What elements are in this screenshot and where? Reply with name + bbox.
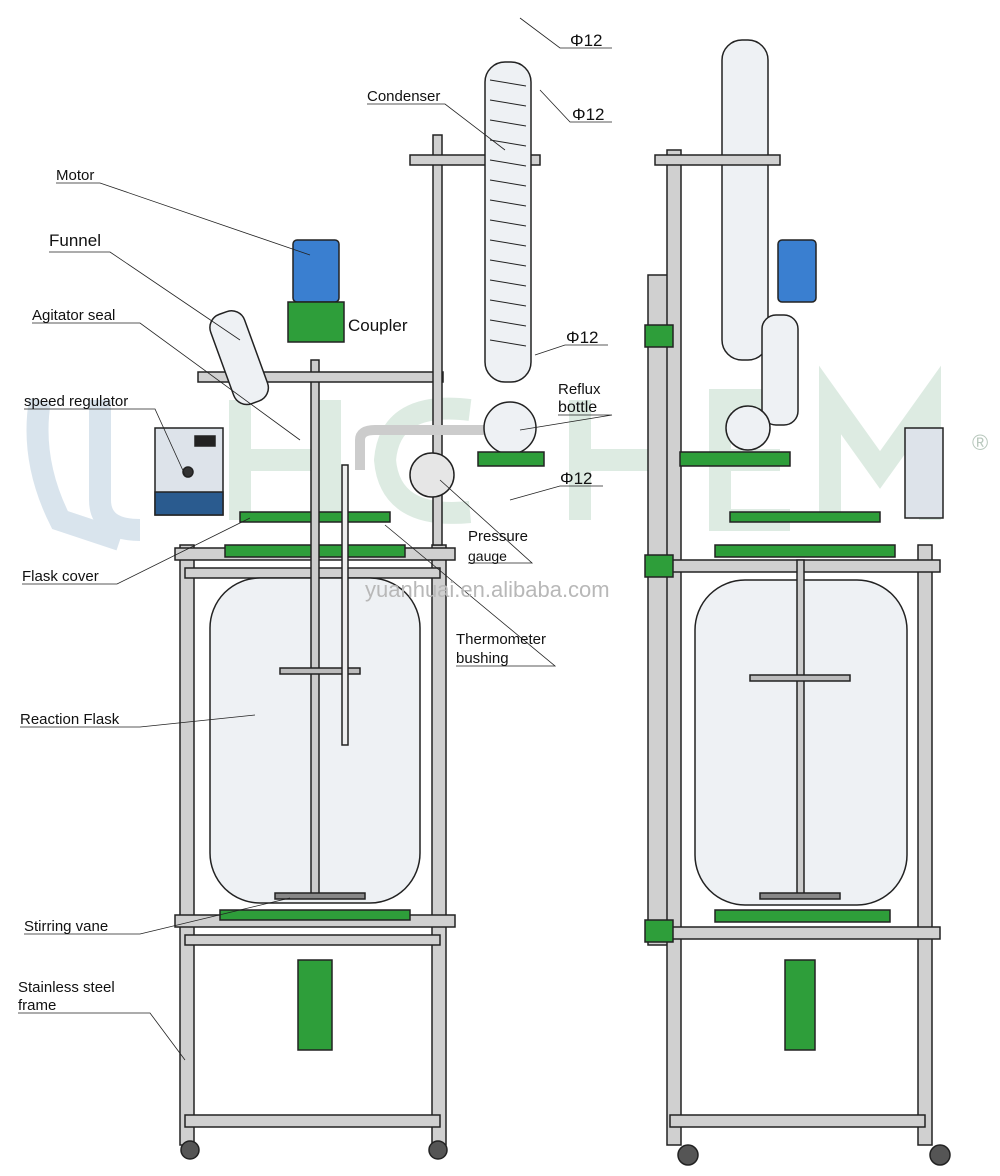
label-bottle: bottle (558, 399, 598, 416)
green-sleeve (644, 919, 674, 943)
funnel (209, 310, 270, 406)
column-pole (432, 134, 443, 546)
condenser (484, 61, 532, 383)
right-reactor (644, 39, 951, 1166)
motor (292, 239, 340, 303)
frame-bar (184, 1114, 441, 1128)
motor (777, 239, 817, 303)
frame-post (431, 544, 447, 1146)
flask-cover (729, 511, 881, 523)
left-reactor (154, 61, 545, 1160)
frame-post (666, 149, 682, 1146)
clamp (654, 154, 781, 166)
bottom-plate (219, 909, 411, 921)
stirring-vane (274, 892, 366, 900)
support-bar (197, 371, 444, 383)
bottom-plate (714, 909, 891, 923)
label-phi12-top: Φ12 (570, 31, 603, 50)
label-stirring-vane: Stirring vane (24, 918, 109, 935)
label-bushing: bushing (456, 650, 509, 667)
label-frame: frame (18, 997, 57, 1014)
label-phi12-outlet: Φ12 (566, 328, 599, 347)
reflux-clamp (477, 451, 545, 467)
green-sleeve (644, 324, 674, 348)
stirring-vane-upper (749, 674, 851, 682)
reflux-clamp (679, 451, 791, 467)
reflux-bottle (483, 401, 537, 455)
green-sleeve (644, 554, 674, 578)
watermark-url: yuanhuai.en.alibaba.com (365, 577, 610, 602)
label-funnel: Funnel (49, 231, 101, 250)
label-reflux: Reflux (558, 381, 601, 398)
label-motor: Motor (56, 167, 95, 184)
frame-bar (184, 934, 441, 946)
label-reaction-flask: Reaction Flask (20, 711, 120, 728)
agitator-rod (310, 359, 320, 896)
frame-post (917, 544, 933, 1146)
leader-lines (18, 17, 613, 1061)
coupler (287, 301, 345, 343)
frame-bar (664, 926, 941, 940)
label-pressure: Pressure (468, 528, 529, 545)
pressure-gauge (409, 452, 455, 498)
discharge-valve (784, 959, 816, 1051)
stirring-vane-upper (279, 667, 361, 675)
thermometer-tube (341, 464, 349, 746)
label-phi12-inlet: Φ12 (572, 105, 605, 124)
frame-bar (669, 1114, 926, 1128)
label-phi12-valve: Φ12 (560, 469, 593, 488)
vapor-pipe (355, 425, 490, 470)
reflux-bottle (725, 405, 771, 451)
discharge-valve (297, 959, 333, 1051)
registered-mark: ® (972, 430, 989, 455)
agitator-rod (796, 559, 805, 896)
clamp (409, 154, 541, 166)
label-speed-regulator: speed regulator (24, 393, 129, 410)
condenser (721, 39, 769, 361)
label-thermometer: Thermometer (456, 631, 547, 648)
regulator-display (194, 435, 216, 447)
regulator-panel (154, 491, 224, 516)
label-gauge: gauge (468, 548, 507, 564)
stirring-vane (759, 892, 841, 900)
label-flask-cover: Flask cover (22, 568, 99, 585)
label-condenser: Condenser (367, 88, 441, 105)
funnel (761, 314, 799, 426)
label-stainless-steel: Stainless steel (18, 979, 115, 996)
condenser-coil (489, 79, 527, 347)
frame-post (179, 544, 195, 1146)
flask-plate (714, 544, 896, 558)
label-agitator-seal: Agitator seal (32, 307, 116, 324)
label-coupler: Coupler (348, 316, 408, 335)
speed-regulator (904, 427, 944, 519)
